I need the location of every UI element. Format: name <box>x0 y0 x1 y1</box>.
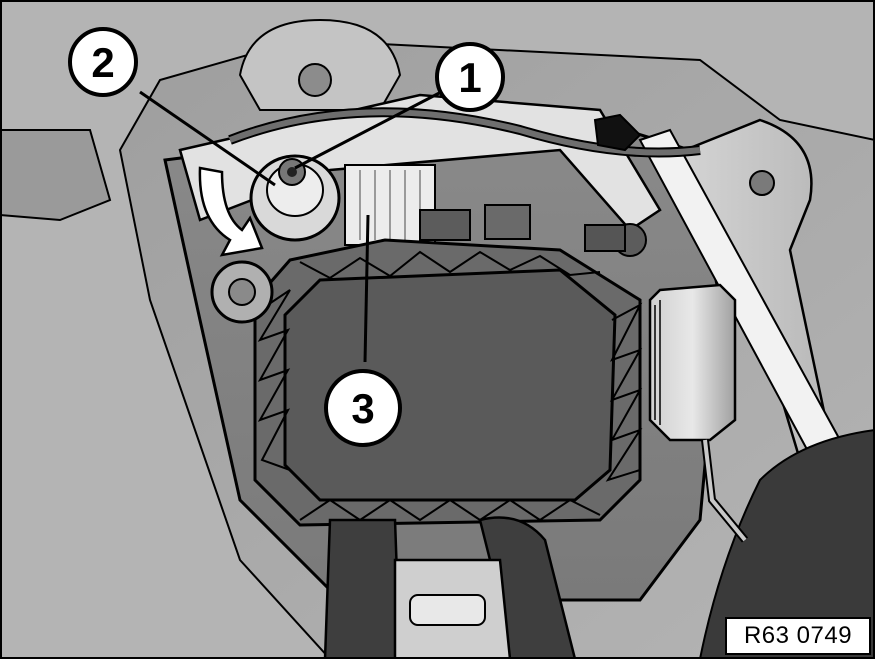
plug-ribs <box>654 300 661 425</box>
harness-clip <box>593 113 642 152</box>
top-tab-hole <box>298 63 332 97</box>
rotation-arrow-icon <box>198 166 264 257</box>
wiring-harness-inner <box>228 109 701 156</box>
plug-lead-wire-inner <box>703 439 747 542</box>
mounting-boss-hole <box>228 278 256 306</box>
leader-lines <box>139 88 446 363</box>
connector-plug <box>648 283 737 442</box>
right-bracket-hole <box>749 170 775 196</box>
svg-text:1: 1 <box>458 54 481 101</box>
trim-lip <box>0 129 112 222</box>
connector-block-a <box>419 209 471 241</box>
frame-lattice <box>257 250 643 522</box>
lower-mount-slot <box>409 594 486 626</box>
connector-block-b <box>484 204 531 240</box>
fastener-nut <box>249 154 341 242</box>
housing-ribs <box>359 170 421 240</box>
callout-1: 1 <box>435 42 505 112</box>
fastener-screw <box>278 158 306 186</box>
callout-3: 3 <box>324 369 402 447</box>
callout-2: 2 <box>68 27 138 97</box>
svg-text:3: 3 <box>351 385 374 432</box>
figure-reference-code: R63 0749 <box>725 617 871 655</box>
lower-strap-left <box>323 518 402 659</box>
svg-text:2: 2 <box>91 39 114 86</box>
connector-block-c <box>584 224 626 252</box>
